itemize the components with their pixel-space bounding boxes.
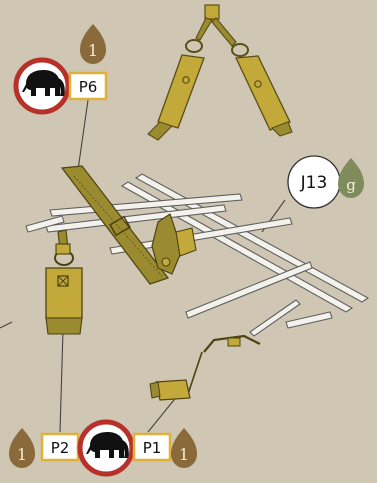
left-hanging-plate <box>46 230 82 334</box>
callout-bottom-center <box>80 422 132 474</box>
callout-bottom-right: P1 1 <box>134 428 197 468</box>
part-badge-p1: P1 <box>134 434 170 460</box>
callout-right: J13 g <box>288 156 364 208</box>
elephant-badge-top-left <box>16 60 68 112</box>
part-label-p1: P1 <box>143 439 162 457</box>
count-label-top-left: 1 <box>88 41 98 60</box>
count-label-bottom-left: 1 <box>17 445 27 464</box>
part-label-p2: P2 <box>51 439 70 457</box>
lower-hook <box>188 336 260 394</box>
part-badge-p2: P2 <box>42 434 78 460</box>
finish-label-right: g <box>346 176 356 194</box>
callout-bottom-left: 1 P2 <box>9 428 78 468</box>
finish-drop-right: g <box>338 158 364 198</box>
upper-strap-pair <box>148 5 292 140</box>
count-drop-bottom-left: 1 <box>9 428 35 468</box>
count-drop-bottom-right: 1 <box>171 428 197 468</box>
callout-top-left: 1 P6 <box>16 24 106 112</box>
part-badge-p6: P6 <box>70 73 106 99</box>
count-label-bottom-right: 1 <box>179 445 189 464</box>
part-label-p6: P6 <box>79 78 98 96</box>
count-drop-top-left: 1 <box>80 24 106 64</box>
part-label-j13: J13 <box>300 173 328 193</box>
lower-small-plate <box>150 380 190 400</box>
